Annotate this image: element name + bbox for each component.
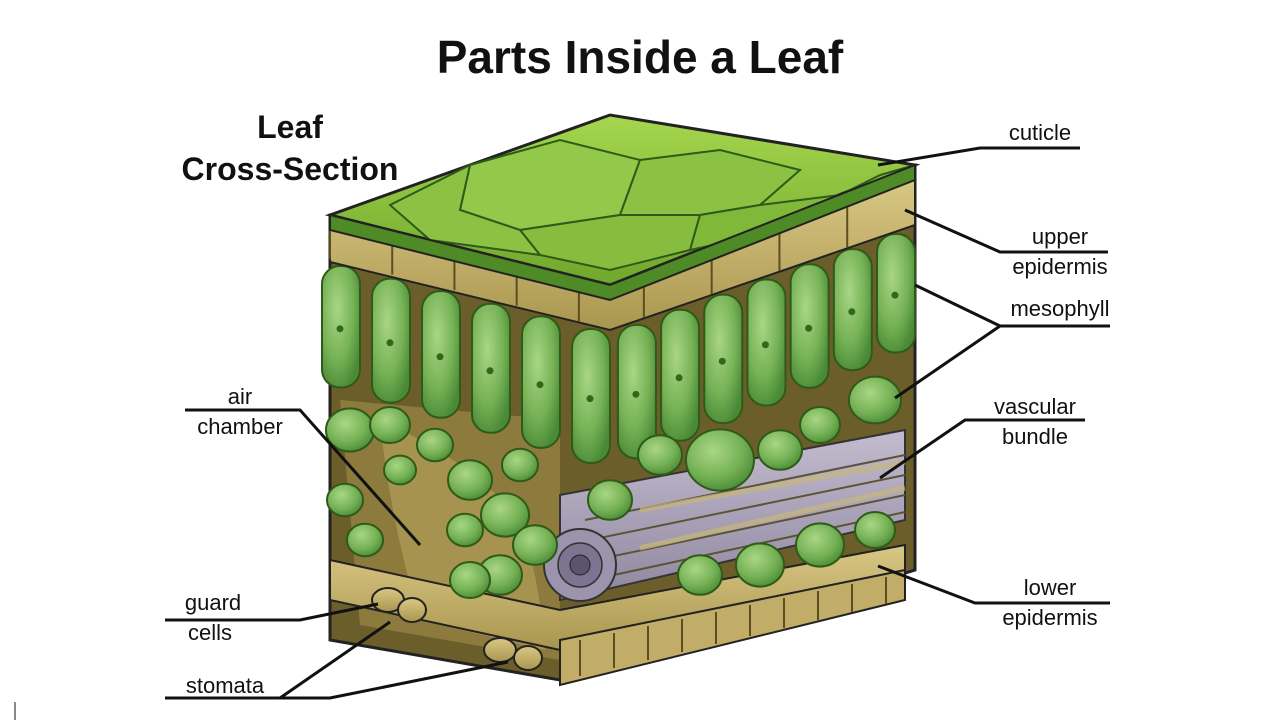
chloroplast-dot <box>632 390 640 398</box>
label-cuticle: cuticle <box>1008 120 1072 145</box>
label-stomata: stomata <box>185 673 265 698</box>
spongy-cell <box>637 434 683 476</box>
pointer-line <box>904 208 1108 254</box>
chloroplast-dot <box>386 339 394 347</box>
vascular-bundle-shape <box>543 428 906 602</box>
chloroplast-dot <box>805 324 813 332</box>
chloroplast-dot <box>761 341 769 349</box>
label-air-chamber-2: chamber <box>197 414 283 439</box>
spongy-cell <box>449 561 491 599</box>
label-lower-epidermis-1: lower <box>1023 575 1077 600</box>
spongy-mesophyll-cells <box>325 375 902 599</box>
chloroplast-dot <box>336 325 344 333</box>
spongy-cell <box>795 522 845 568</box>
spongy-cell <box>757 429 803 471</box>
spongy-cell <box>848 375 902 425</box>
guard-cells-shape <box>371 587 543 671</box>
top-surface-cells <box>324 113 921 302</box>
chloroplast-dot <box>586 395 594 403</box>
spongy-cell <box>854 511 896 549</box>
label-upper-epidermis-1: upper <box>1031 224 1089 249</box>
label-guard-cells-2: cells <box>187 620 232 645</box>
spongy-cell <box>326 482 364 518</box>
pointer-line <box>894 324 1001 400</box>
label-lower-epidermis-2: epidermis <box>1002 605 1098 630</box>
pointer-line <box>280 660 509 700</box>
palisade-mesophyll-cells <box>321 233 916 464</box>
label-upper-epidermis-2: epidermis <box>1012 254 1108 279</box>
pointer-line <box>165 602 379 622</box>
spongy-cell <box>501 447 539 483</box>
subtitle-line-1: Leaf <box>257 109 323 145</box>
label-vascular-1: vascular <box>994 394 1076 419</box>
spongy-cell <box>677 554 723 596</box>
chloroplast-dot <box>436 353 444 361</box>
chloroplast-dot <box>486 367 494 375</box>
spongy-cell <box>346 522 384 558</box>
chloroplast-dot <box>891 291 899 299</box>
spongy-cell <box>480 492 530 538</box>
spongy-cell <box>447 459 493 501</box>
chloroplast-dot <box>536 381 544 389</box>
pointer-line <box>877 146 1080 167</box>
chloroplast-dot <box>718 357 726 365</box>
spongy-cell <box>369 406 411 444</box>
diagram-title: Parts Inside a Leaf <box>436 31 844 83</box>
spongy-cell <box>383 454 417 486</box>
subtitle-line-2: Cross-Section <box>181 151 399 187</box>
spongy-cell <box>799 406 841 444</box>
pointer-line <box>877 564 1110 605</box>
spongy-cell <box>735 542 785 588</box>
spongy-cell <box>685 428 755 492</box>
pointer-line <box>185 408 422 546</box>
spongy-cell <box>512 524 558 566</box>
label-vascular-2: bundle <box>1001 424 1069 449</box>
chloroplast-dot <box>675 374 683 382</box>
chloroplast-dot <box>848 308 856 316</box>
spongy-cell <box>587 479 633 521</box>
label-pointer-lines <box>165 146 1110 700</box>
spongy-cell <box>446 512 484 548</box>
label-air-chamber-1: air <box>227 384 253 409</box>
label-mesophyll: mesophyll <box>1010 296 1110 321</box>
spongy-cell <box>416 427 454 463</box>
label-guard-cells-1: guard <box>184 590 242 615</box>
pointer-line <box>879 418 1085 480</box>
page-edge-marker <box>14 702 16 720</box>
